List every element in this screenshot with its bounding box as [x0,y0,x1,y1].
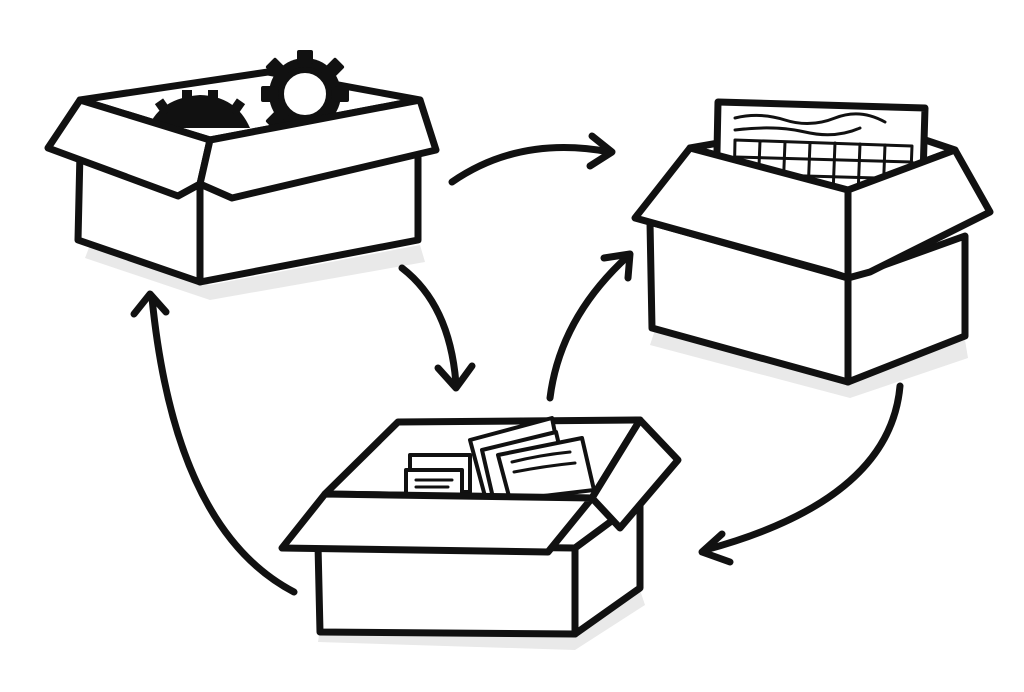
gear-icon [148,90,250,128]
box-documents [278,416,682,650]
box-gears [44,50,440,300]
box-spreadsheet [631,98,994,398]
arrow-documents-to-gears [130,290,298,596]
arrow-gears-to-spreadsheet [448,132,616,186]
arrow-documents-to-spreadsheet [546,250,634,402]
arrow-spreadsheet-to-documents [698,382,904,566]
arrow-gears-to-documents [398,264,476,392]
gear-icon [261,50,349,138]
document-stack-icon [404,416,596,504]
